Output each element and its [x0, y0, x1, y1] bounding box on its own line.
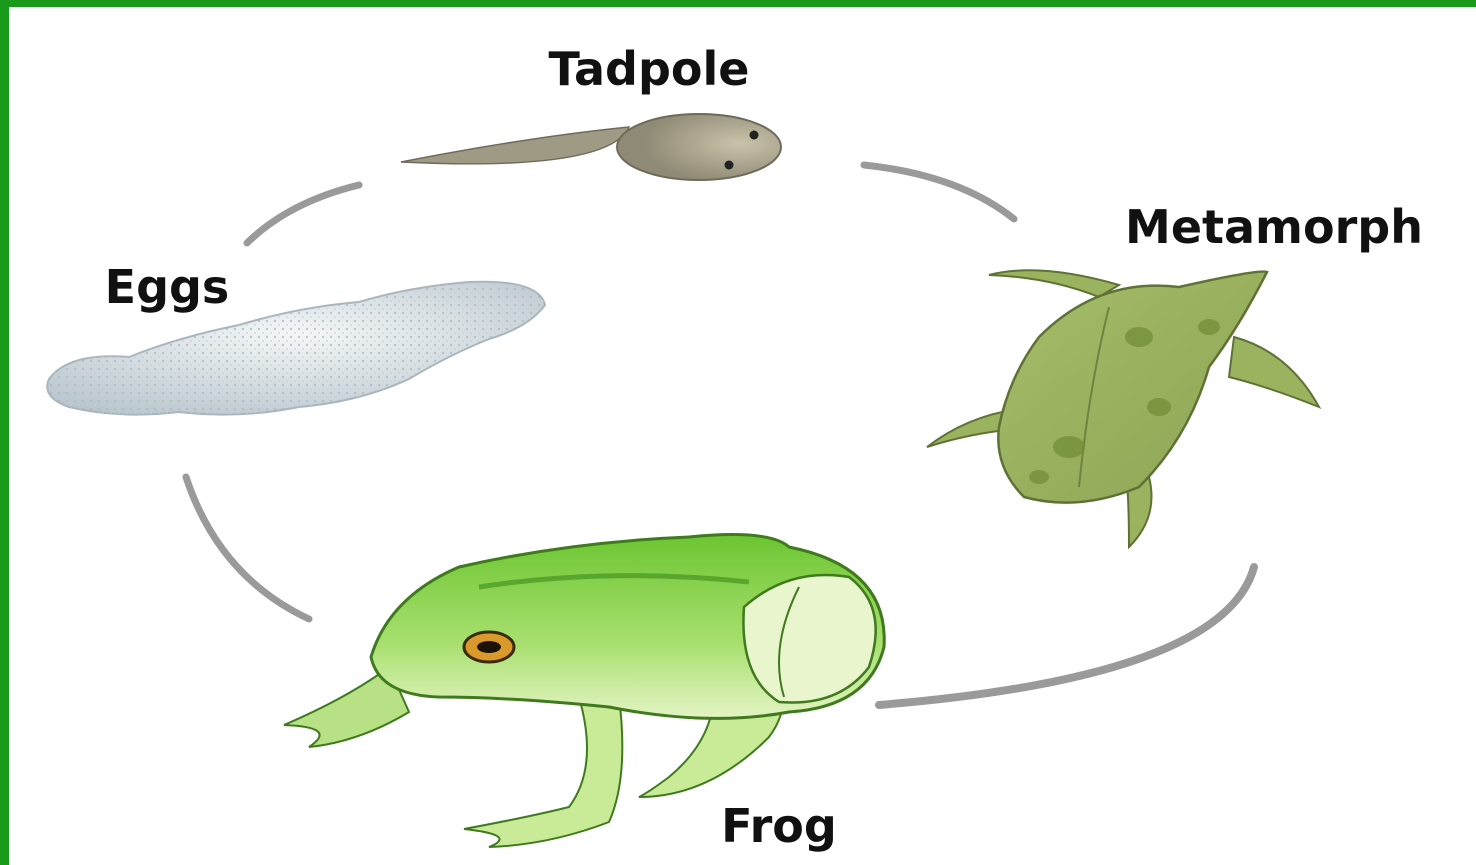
life-cycle-diagram: Tadpole Eggs Metamorph: [9, 7, 1476, 865]
eggs-label: Eggs: [105, 260, 230, 314]
tadpole-label: Tadpole: [549, 42, 750, 96]
metamorph-illustration: Metamorph: [927, 200, 1423, 547]
frog-illustration: Frog: [284, 535, 884, 853]
metamorph-label: Metamorph: [1125, 200, 1423, 254]
tadpole-illustration: Tadpole: [401, 42, 781, 180]
eggs-illustration: Eggs: [47, 260, 545, 415]
arrow-tadpole-to-metamorph: [864, 165, 1014, 219]
arrow-frog-to-eggs: [186, 477, 309, 619]
arrow-metamorph-to-frog: [879, 567, 1254, 705]
frog-label: Frog: [721, 799, 837, 853]
arrow-eggs-to-tadpole: [247, 185, 359, 243]
